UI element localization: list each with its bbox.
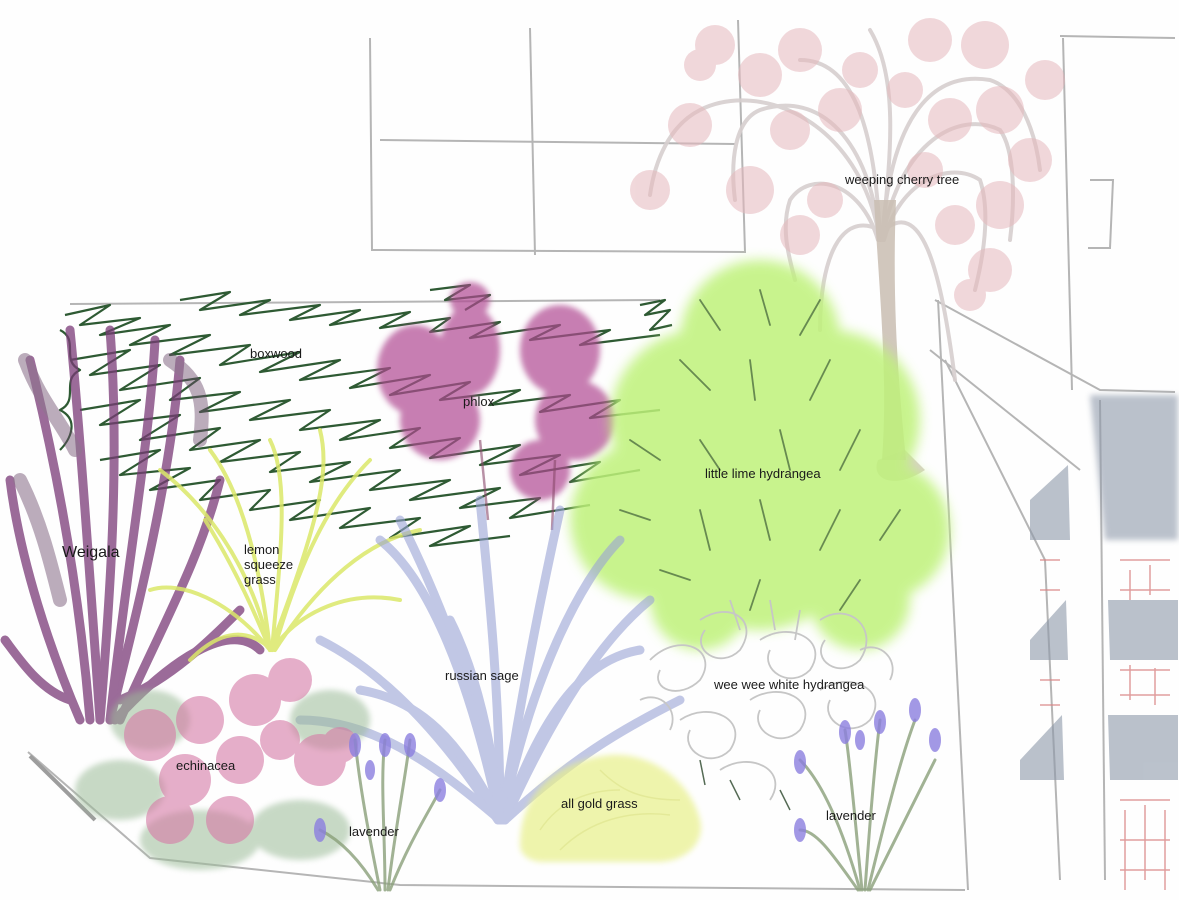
label-wee-wee-white-hydrangea: wee wee white hydrangea: [714, 677, 865, 692]
little-lime-hydrangea: [570, 260, 950, 650]
label-boxwood: boxwood: [250, 346, 303, 361]
label-all-gold-grass: all gold grass: [561, 796, 638, 811]
wee-wee-white-hydrangea: [639, 599, 894, 801]
lavender-right: [794, 698, 941, 892]
echinacea: [75, 658, 370, 870]
brick-hatching: [1040, 559, 1170, 890]
label-lavender-right: lavender: [826, 808, 876, 823]
all-gold-grass: [520, 754, 701, 862]
label-russian-sage: russian sage: [445, 668, 519, 683]
lavender-left: [314, 733, 446, 892]
front-steps: [1020, 395, 1178, 780]
label-weeping-cherry-tree: weeping cherry tree: [845, 172, 960, 187]
weigala: [0, 325, 265, 725]
label-phlox: phlox: [463, 394, 495, 409]
white-hydrangea-stems: [699, 759, 791, 811]
label-echinacea: echinacea: [176, 758, 236, 773]
phlox: [377, 282, 615, 531]
lemon-squeeze-grass: [148, 428, 422, 662]
label-little-lime-hydrangea: little lime hydrangea: [705, 466, 821, 481]
label-lemon-squeeze-grass: lemon squeeze grass: [244, 542, 294, 587]
label-lavender-left: lavender: [349, 824, 399, 839]
label-weigala: Weigala: [62, 544, 120, 561]
